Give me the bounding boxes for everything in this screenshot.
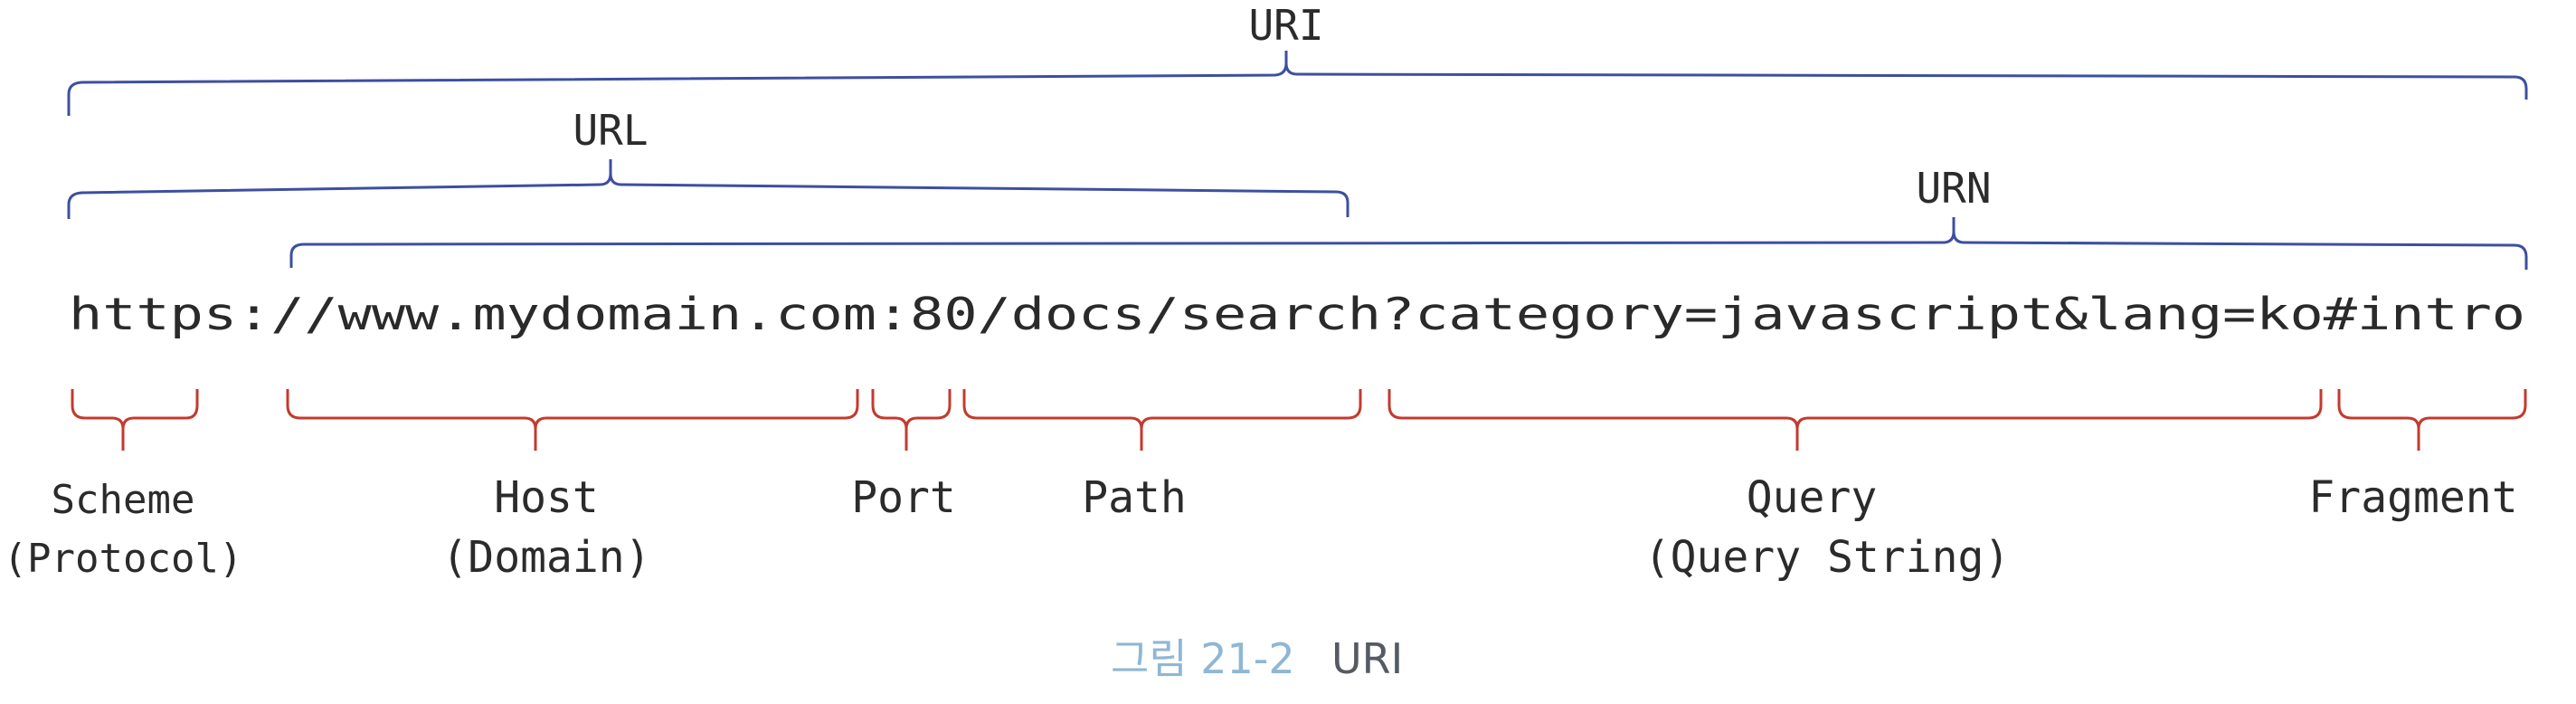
scheme-sublabel: (Protocol) <box>4 536 243 582</box>
url-label: URL <box>573 106 648 155</box>
port-label: Port <box>851 472 956 523</box>
caption-text: URI <box>1331 634 1403 683</box>
url-string: https://www.mydomain.com:80/docs/search?… <box>69 289 2525 340</box>
query-sublabel: (Query String) <box>1644 532 2011 583</box>
url-bracket: URL <box>67 106 1350 219</box>
scheme-bracket <box>71 389 199 451</box>
caption-number: 그림 21-2 <box>1111 634 1295 683</box>
path-label: Path <box>1082 472 1187 523</box>
fragment-label: Fragment <box>2308 472 2517 523</box>
scheme-label: Scheme <box>52 477 195 523</box>
host-sublabel: (Domain) <box>441 532 650 583</box>
urn-label: URN <box>1916 164 1991 213</box>
query-label: Query <box>1747 472 1878 523</box>
fragment-bracket <box>2337 389 2527 451</box>
host-bracket <box>286 389 859 451</box>
host-label: Host <box>494 472 599 523</box>
figure-caption: 그림 21-2 URI <box>1111 634 1403 683</box>
port-bracket <box>871 389 952 451</box>
uri-label: URI <box>1248 1 1323 50</box>
uri-bracket: URI <box>67 1 2528 116</box>
urn-bracket: URN <box>289 164 2528 270</box>
path-bracket <box>962 389 1362 451</box>
query-bracket <box>1387 389 2323 451</box>
